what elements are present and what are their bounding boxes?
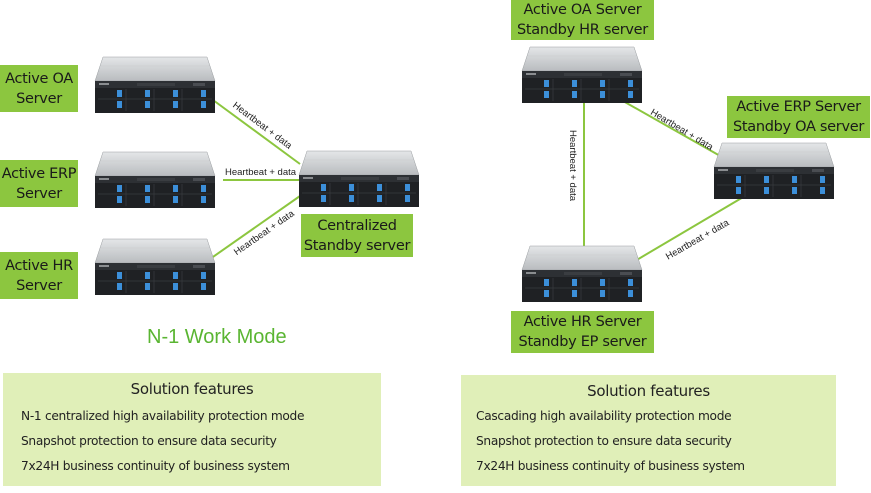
label-active-hr-server: Active HR Server — [0, 252, 78, 299]
label-line: Active OA — [5, 70, 73, 87]
label-line: Server — [16, 185, 62, 202]
feature-item: 7x24H business continuity of business sy… — [21, 459, 290, 473]
rack-server-icon — [713, 142, 835, 200]
label-active-hr-standby-ep: Active HR Server Standby EP server — [511, 311, 654, 353]
link-label: Heartbeat + data — [567, 130, 578, 202]
label-line: Standby OA server — [732, 119, 865, 135]
feature-item: Snapshot protection to ensure data secur… — [21, 434, 277, 448]
label-line: Standby EP server — [518, 334, 647, 350]
label-line: Active ERP Server — [736, 99, 861, 115]
label-line: Server — [16, 277, 62, 294]
label-line: Server — [16, 90, 62, 107]
label-line: Active HR Server — [523, 314, 642, 330]
features-title: Solution features — [130, 380, 254, 398]
features-panel-right: Solution features Cascading high availab… — [461, 375, 836, 486]
label-line: Active OA Server — [523, 2, 642, 18]
rack-server-icon — [521, 46, 643, 104]
label-line: Active ERP — [1, 165, 77, 182]
features-panel-left: Solution features N-1 centralized high a… — [3, 373, 381, 486]
feature-item: Snapshot protection to ensure data secur… — [476, 434, 732, 448]
link-line-oa-central — [212, 99, 301, 165]
label-active-erp-standby-oa: Active ERP Server Standby OA server — [727, 96, 870, 138]
label-line: Standby server — [303, 237, 411, 254]
label-active-oa-standby-hr: Active OA Server Standby HR server — [511, 0, 654, 40]
link-line-hr-central — [209, 195, 301, 260]
rack-server-icon — [94, 151, 216, 209]
feature-item: N-1 centralized high availability protec… — [21, 409, 305, 423]
feature-item: 7x24H business continuity of business sy… — [476, 459, 745, 473]
label-line: Standby HR server — [517, 22, 648, 38]
rack-server-icon — [94, 56, 216, 114]
feature-item: Cascading high availability protection m… — [476, 409, 732, 423]
label-active-erp-server: Active ERP Server — [0, 160, 78, 207]
rack-server-icon — [94, 238, 216, 296]
label-active-oa-server: Active OA Server — [0, 65, 78, 112]
label-line: Active HR — [5, 257, 73, 274]
label-line: Centralized — [317, 217, 397, 234]
mode-title: N-1 Work Mode — [147, 326, 287, 348]
link-label: Heartbeat + data — [225, 167, 297, 178]
rack-server-icon — [298, 150, 420, 208]
link-line-oa-erp — [622, 100, 723, 158]
rack-server-icon — [521, 245, 643, 303]
link-line-erp-hr — [634, 195, 746, 262]
features-title: Solution features — [587, 382, 710, 400]
label-centralized-standby-server: Centralized Standby server — [301, 214, 413, 257]
